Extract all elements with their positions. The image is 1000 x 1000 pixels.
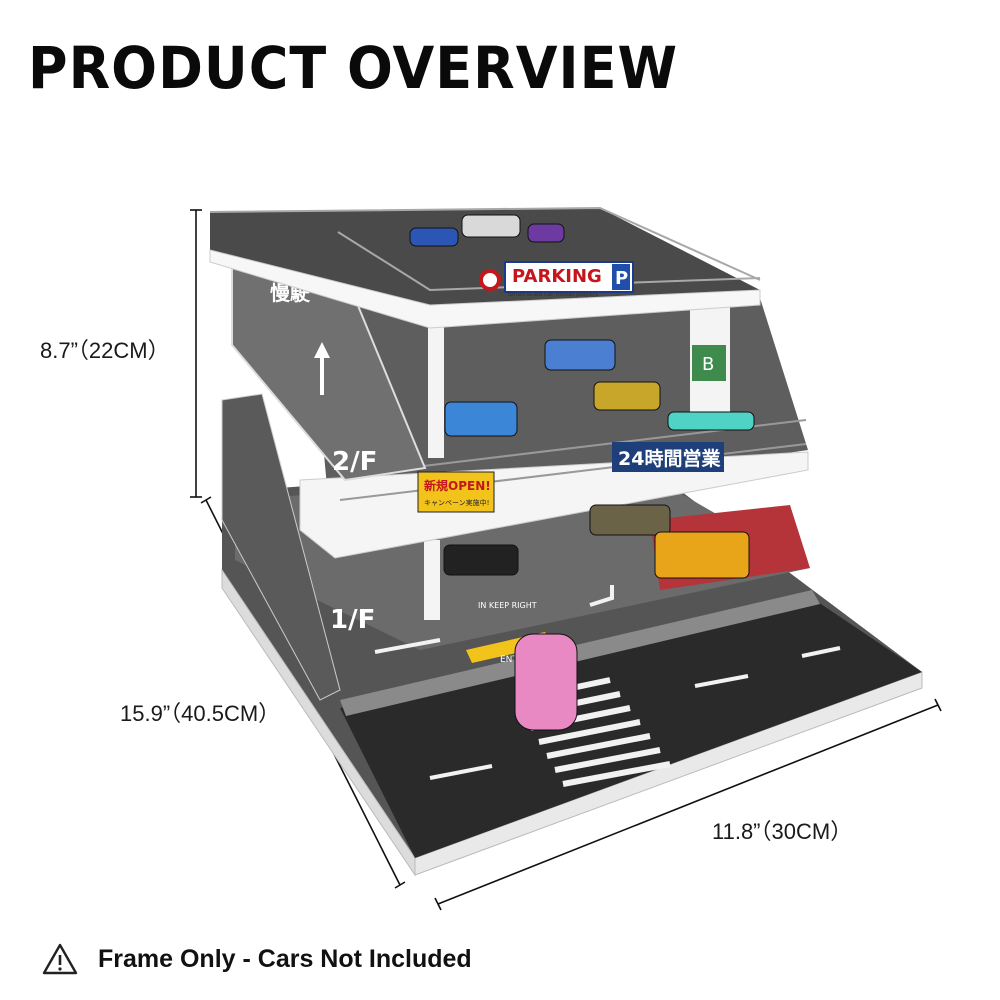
entrance-marking: ENTR — [500, 655, 524, 665]
road-markings — [429, 646, 841, 780]
open-banner-title: 新規OPEN! — [424, 478, 491, 493]
floor-1-label: 1/F — [330, 605, 375, 635]
cars-not-included-note: Frame Only - Cars Not Included — [98, 944, 472, 973]
level-2: B 新規OPEN! キャンペーン実施中! 24時間営業 — [299, 298, 809, 559]
page-title: PRODUCT OVERVIEW — [28, 34, 679, 103]
depth-dimension: 15.9”（40.5CM） — [120, 701, 281, 726]
floor-2-label: 2/F — [332, 447, 377, 477]
parking-sign: PARKING — [512, 266, 602, 287]
car-models — [409, 214, 755, 731]
rooftop: PARKING P Small-scale car model players — [209, 206, 761, 329]
parking-tagline: Small-scale car model players — [508, 291, 598, 298]
hours-banner: 24時間営業 — [618, 447, 721, 470]
footer-note: Frame Only - Cars Not Included — [42, 942, 472, 976]
slot-label: B — [702, 354, 714, 375]
keep-right-marking: IN KEEP RIGHT — [478, 601, 537, 610]
height-dimension: 8.7”（22CM） — [40, 338, 170, 363]
width-dimension: 11.8”（30CM） — [712, 819, 853, 844]
parking-letter: P — [615, 268, 628, 289]
open-banner-subtitle: キャンペーン実施中! — [424, 498, 489, 507]
warning-triangle-icon — [42, 943, 78, 975]
